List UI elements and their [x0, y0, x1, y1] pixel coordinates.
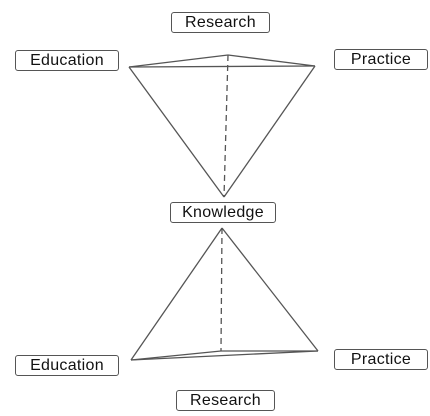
top-edge-education-knowledge — [128, 66, 225, 198]
label-practice-bottom: Practice — [334, 349, 428, 370]
bottom-edge-education-hidden — [130, 350, 222, 361]
label-research-top: Research — [171, 12, 270, 33]
bottom-edge-education-practice — [130, 350, 319, 361]
label-practice-top: Practice — [334, 49, 428, 70]
label-knowledge: Knowledge — [170, 202, 276, 223]
bottom-edge-knowledge-practice — [221, 227, 319, 352]
label-research-bottom: Research — [176, 390, 275, 411]
bottom-edge-knowledge-education — [130, 227, 223, 361]
label-education-bottom: Education — [15, 355, 119, 376]
bottom-edge-knowledge-hidden-vertex — [220, 227, 223, 352]
top-edge-research-knowledge-hidden — [223, 54, 229, 198]
top-edge-research-practice — [227, 54, 316, 67]
top-edge-education-research — [128, 54, 229, 68]
label-education-top: Education — [15, 50, 119, 71]
top-edge-practice-knowledge — [223, 65, 316, 198]
top-edge-education-practice — [128, 65, 316, 68]
